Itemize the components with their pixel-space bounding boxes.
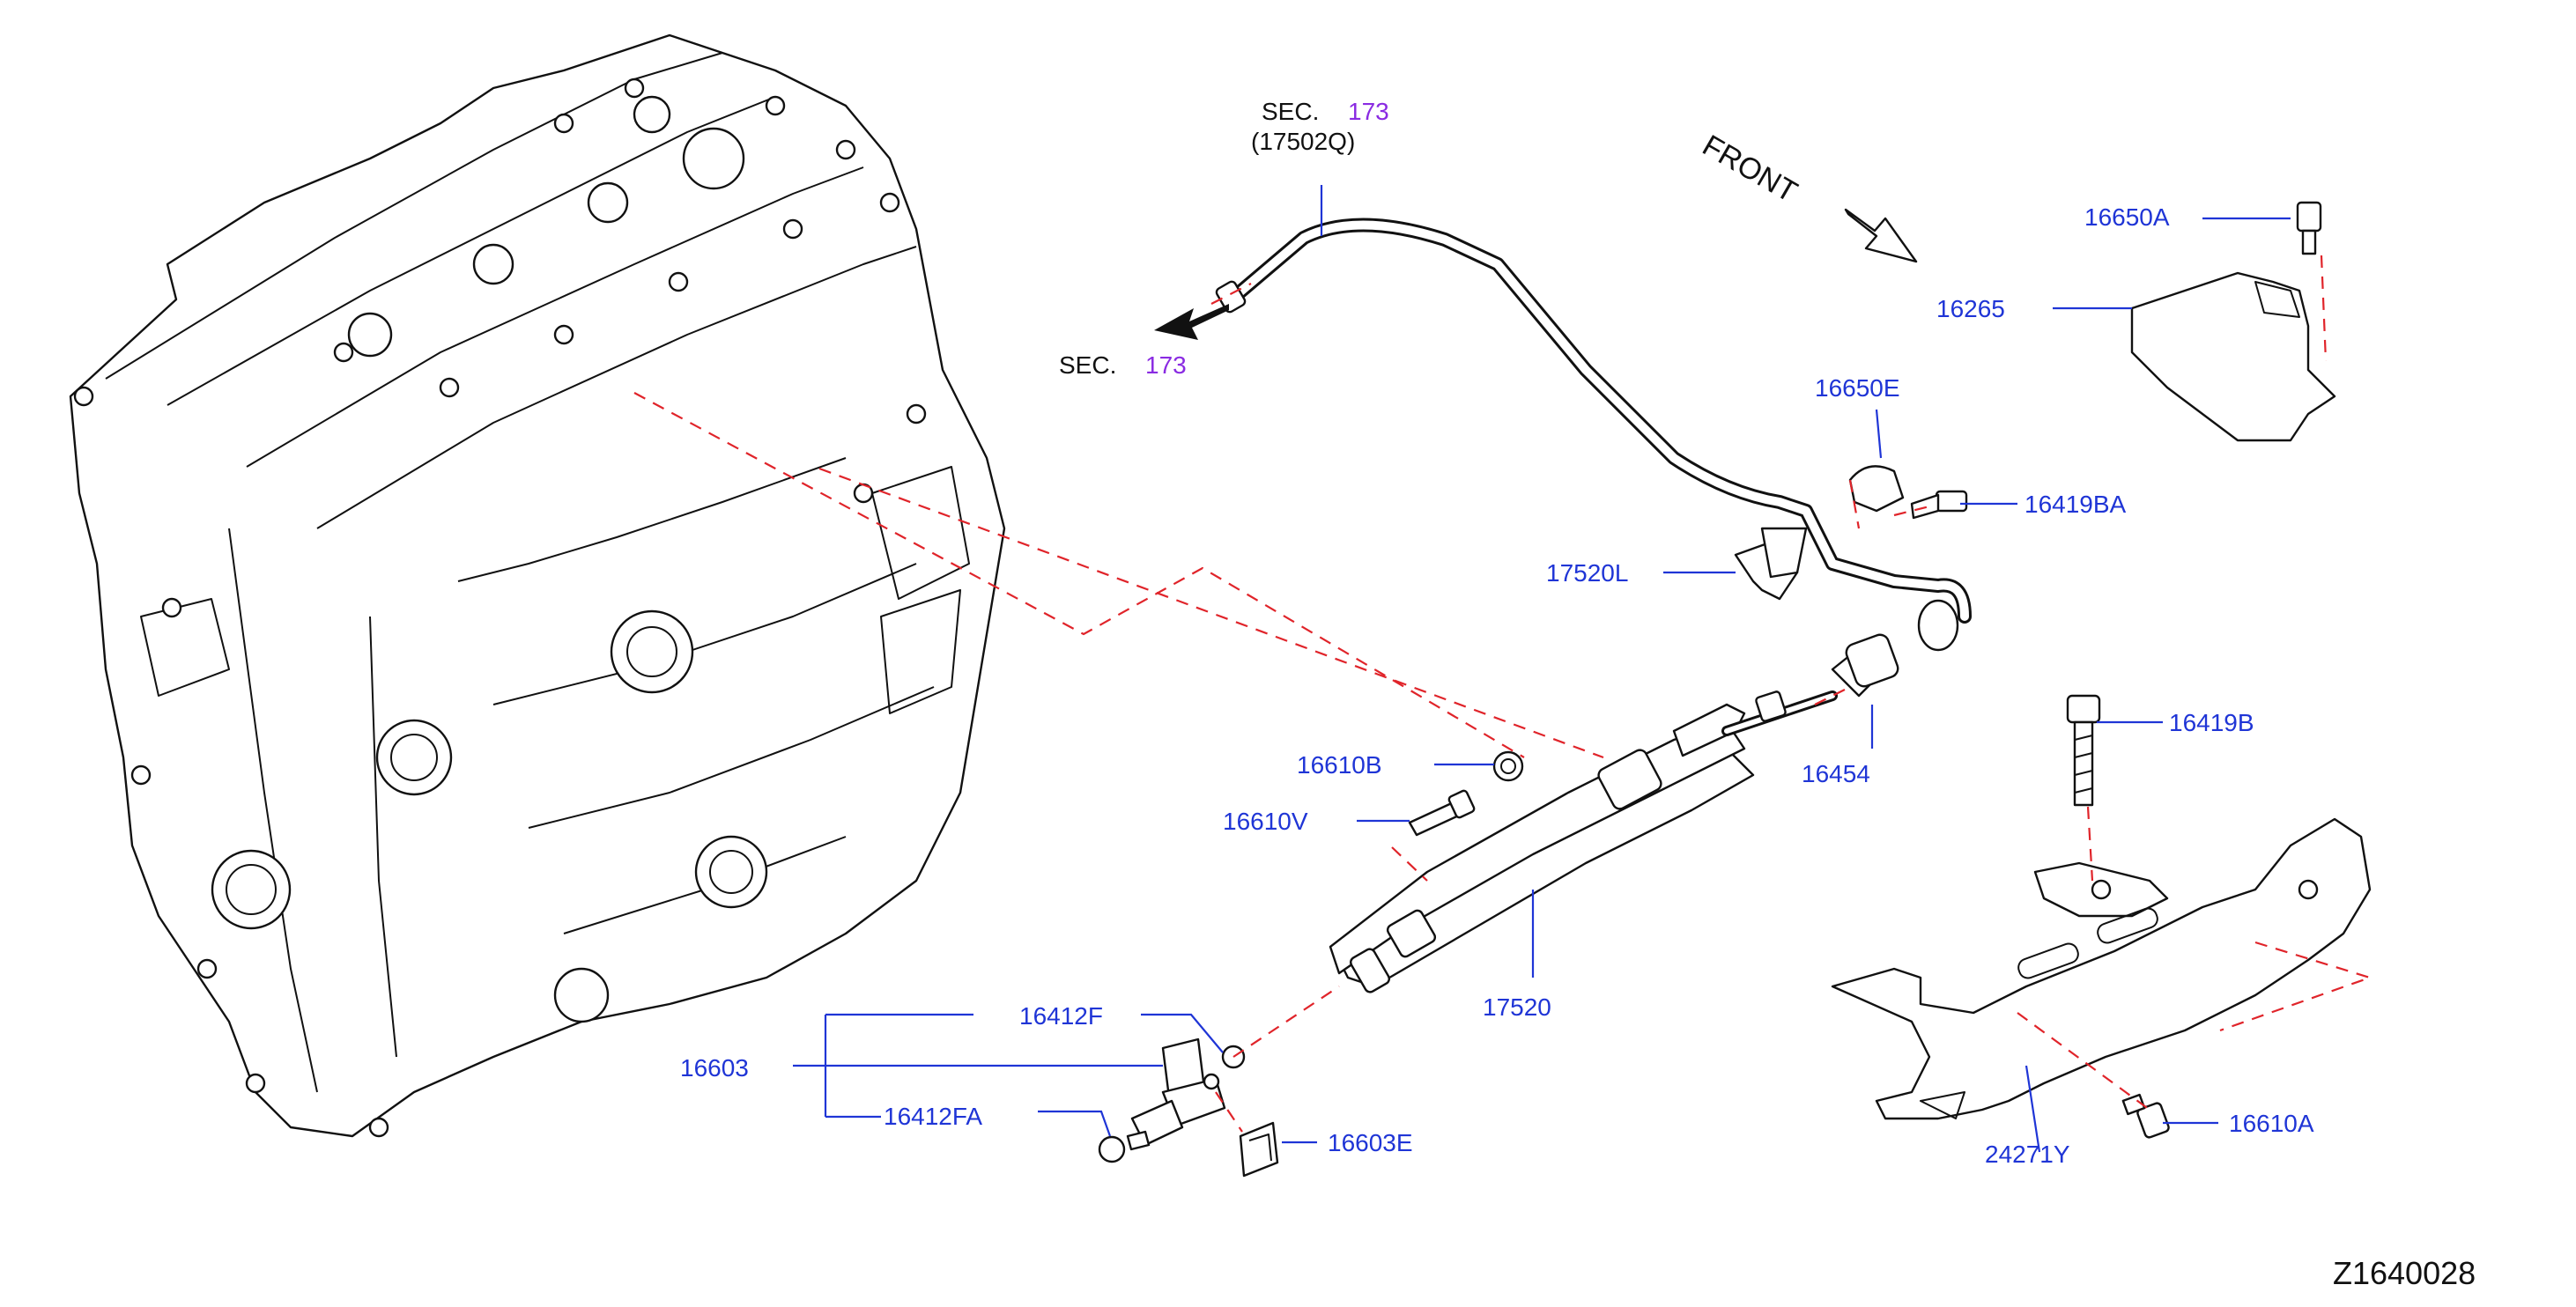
label-16265[interactable]: 16265	[1936, 295, 2005, 322]
front-arrow-icon	[1844, 208, 1918, 263]
label-17520[interactable]: 17520	[1483, 993, 1551, 1021]
label-16610A[interactable]: 16610A	[2229, 1110, 2314, 1137]
bolt-icon	[2121, 1093, 2170, 1139]
label-16650A[interactable]: 16650A	[2084, 203, 2170, 231]
label-16419BA[interactable]: 16419BA	[2025, 491, 2127, 518]
label-24271Y[interactable]: 24271Y	[1985, 1141, 2070, 1168]
label-17520L[interactable]: 17520L	[1546, 559, 1628, 587]
sec-left-number[interactable]: 173	[1145, 351, 1187, 379]
sec-top-part: (17502Q)	[1251, 128, 1355, 155]
o-ring-icon	[1098, 1135, 1126, 1163]
sec-top-number[interactable]: 173	[1348, 98, 1389, 125]
clip-icon	[1848, 465, 1905, 513]
sec-left-reference: SEC. 173	[1059, 351, 1187, 379]
bolt-icon	[2296, 201, 2322, 255]
clip-icon	[1239, 1121, 1279, 1178]
heat-insulator-icon	[1831, 817, 2372, 1120]
fuel-injector-icon	[1126, 1037, 1226, 1151]
label-16610B[interactable]: 16610B	[1297, 751, 1382, 779]
front-label: FRONT	[1697, 129, 1802, 209]
sec-top-reference: SEC. 173 (17502Q)	[1251, 98, 1389, 155]
label-16610V[interactable]: 16610V	[1223, 808, 1308, 835]
arrow-left-icon	[1154, 304, 1229, 340]
connector-icon	[1831, 633, 1899, 698]
label-16454[interactable]: 16454	[1802, 760, 1870, 787]
heat-insulator-icon	[2130, 271, 2336, 442]
label-16603[interactable]: 16603	[680, 1054, 749, 1082]
label-16419B[interactable]: 16419B	[2169, 709, 2254, 736]
bolt-icon	[1910, 490, 1968, 520]
label-16412FA[interactable]: 16412FA	[884, 1103, 982, 1130]
engine-block-icon	[69, 33, 1006, 1138]
sec-left-prefix: SEC.	[1059, 351, 1116, 379]
leader-lines	[793, 185, 2291, 1153]
label-16412F[interactable]: 16412F	[1019, 1002, 1103, 1030]
dashed-reference-lines	[633, 255, 2373, 1133]
bracket-icon	[1734, 527, 1808, 601]
label-16650E[interactable]: 16650E	[1815, 374, 1900, 402]
fuel-rail-icon	[1329, 690, 1838, 993]
label-16603E[interactable]: 16603E	[1328, 1129, 1413, 1156]
bolt-icon	[1492, 750, 1524, 782]
sec-top-prefix: SEC.	[1262, 98, 1319, 125]
diagram-code: Z1640028	[2333, 1255, 2476, 1291]
bolt-icon	[2066, 694, 2101, 807]
stud-icon	[1408, 789, 1476, 837]
